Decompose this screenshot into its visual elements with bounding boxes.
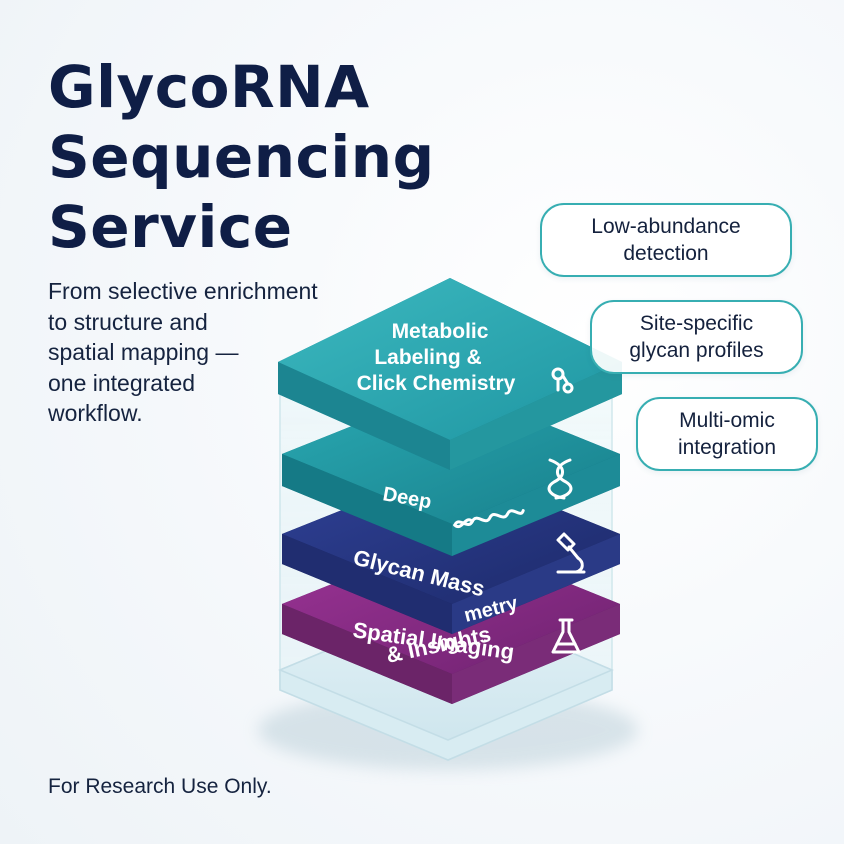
feature-label: Low-abundance: [591, 215, 741, 238]
layer-metabolic-labeling: Metabolic Labeling & Click Chemistry: [278, 278, 622, 470]
layer-label: Click Chemistry: [357, 372, 516, 395]
flask-icon: [551, 618, 581, 654]
subtitle-line: From selective enrichment: [48, 278, 318, 304]
title-line: Sequencing: [48, 123, 435, 191]
layer-label: Metabolic: [392, 320, 489, 343]
subtitle-line: one integrated: [48, 369, 196, 396]
title-line: GlycoRNA: [48, 53, 370, 121]
subtitle-line: spatial mapping —: [48, 339, 239, 365]
feature-label: Site-specific: [639, 312, 754, 335]
feature-label: integration: [677, 436, 777, 459]
molecule-icon: [551, 367, 574, 394]
feature-label: glycan profiles: [629, 339, 764, 362]
feature-pill-multi-omic: Multi-omic integration: [636, 397, 818, 471]
subtitle-line: workflow.: [48, 400, 143, 426]
subtitle-line: to structure and: [48, 308, 208, 335]
rna-helix-icon: [453, 509, 525, 529]
feature-label: detection: [623, 242, 709, 265]
feature-pill-low-abundance: Low-abundance detection: [540, 203, 792, 277]
feature-pill-site-specific: Site-specific glycan profiles: [590, 300, 803, 374]
title-line: Service: [48, 193, 293, 261]
microscope-icon: [556, 532, 586, 574]
disclaimer-note: For Research Use Only.: [48, 775, 272, 798]
helix-icon: [547, 458, 573, 500]
subtitle: From selective enrichment to structure a…: [48, 276, 408, 429]
layer-label: Labeling &: [374, 346, 481, 369]
feature-label: Multi-omic: [679, 409, 775, 432]
page-title: GlycoRNA Sequencing Service: [48, 52, 468, 262]
